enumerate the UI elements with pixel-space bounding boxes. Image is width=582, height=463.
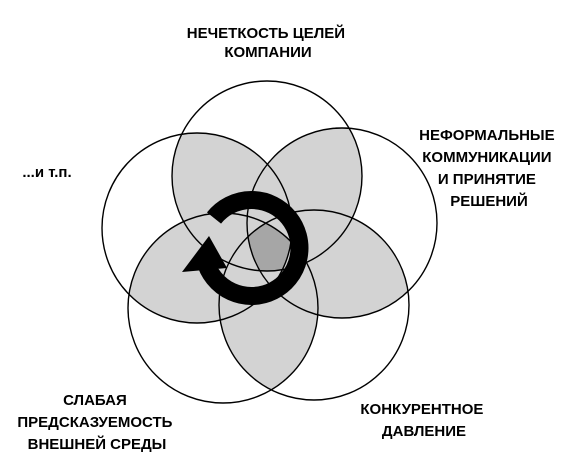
label-bottom-left-line-3: ВНЕШНЕЙ СРЕДЫ — [28, 435, 167, 453]
label-right-line-3: И ПРИНЯТИЕ — [438, 171, 536, 188]
label-bottom-left-line-2: ПРЕДСКАЗУЕМОСТЬ — [17, 414, 172, 431]
circular-arrow-icon — [182, 191, 309, 305]
label-left: ...и т.п. — [22, 164, 71, 181]
label-top-line-2: КОМПАНИИ — [224, 44, 311, 61]
label-bottom-left-line-1: СЛАБАЯ — [63, 392, 127, 409]
label-top-line-1: НЕЧЕТКОСТЬ ЦЕЛЕЙ — [187, 24, 345, 42]
label-bottom-right-line-1: КОНКУРЕНТНОЕ — [360, 401, 483, 418]
label-bottom-right-line-2: ДАВЛЕНИЕ — [382, 423, 466, 440]
label-top: НЕЧЕТКОСТЬ ЦЕЛЕЙ КОМПАНИИ — [187, 24, 349, 61]
label-right-line-4: РЕШЕНИЙ — [450, 192, 527, 210]
label-bottom-left: СЛАБАЯ ПРЕДСКАЗУЕМОСТЬ ВНЕШНЕЙ СРЕДЫ — [17, 392, 176, 453]
label-right-line-1: НЕФОРМАЛЬНЫЕ — [419, 127, 554, 144]
label-right-line-2: КОММУНИКАЦИИ — [422, 149, 551, 166]
label-right: НЕФОРМАЛЬНЫЕ КОММУНИКАЦИИ И ПРИНЯТИЕ РЕШ… — [419, 127, 559, 210]
label-bottom-right: КОНКУРЕНТНОЕ ДАВЛЕНИЕ — [360, 401, 487, 440]
